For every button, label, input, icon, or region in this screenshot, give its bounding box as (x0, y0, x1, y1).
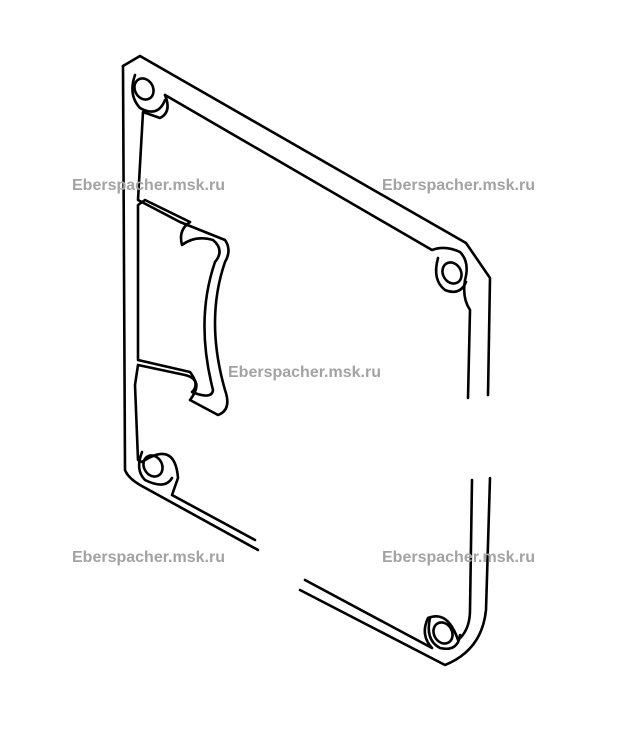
gasket-inner-edge-lower (303, 478, 474, 650)
gasket-outer-edge-left (121, 64, 260, 552)
gasket-window (136, 198, 221, 397)
bolt-hole-right (441, 261, 463, 285)
boss-bottom-left (137, 450, 174, 486)
boss-top-left (131, 73, 167, 113)
boss-right (434, 256, 468, 294)
bolt-hole-top-left (133, 77, 155, 101)
watermark: Eberspacher.msk.ru (228, 364, 381, 381)
watermark: Eberspacher.msk.ru (382, 177, 535, 194)
gasket-outer-edge (121, 54, 492, 397)
gasket-inner-edge-top (133, 93, 257, 542)
watermark: Eberspacher.msk.ru (382, 549, 535, 566)
bolt-hole-bottom-left (142, 454, 164, 478)
boss-bottom-right (427, 616, 462, 650)
gasket-outer-edge-right-lower (298, 476, 492, 667)
bolt-hole-bottom-right (432, 621, 454, 645)
watermark: Eberspacher.msk.ru (72, 177, 225, 194)
watermark: Eberspacher.msk.ru (72, 549, 225, 566)
gasket-inner-edge-right (163, 93, 472, 400)
